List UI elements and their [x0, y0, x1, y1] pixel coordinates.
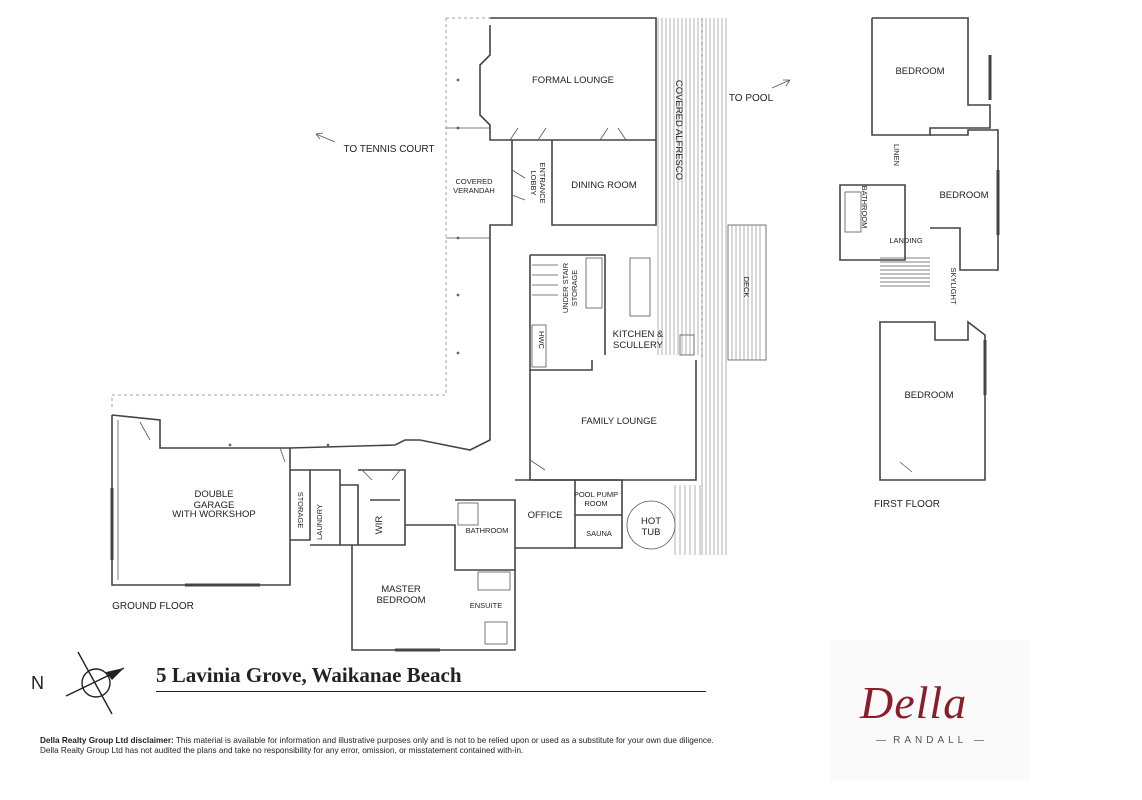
- property-address: 5 Lavinia Grove, Waikanae Beach: [156, 663, 462, 687]
- room-pool-pump: POOL PUMP: [574, 490, 618, 499]
- brand-sub-text: RANDALL: [893, 735, 967, 746]
- room-office: OFFICE: [528, 510, 563, 521]
- skylight-label: SKYLIGHT: [949, 267, 958, 305]
- room-hwc: HWC: [537, 331, 546, 349]
- room-master-bedroom-2: BEDROOM: [376, 595, 425, 606]
- room-ensuite: ENSUITE: [470, 601, 503, 610]
- room-entrance-lobby-2: LOBBY: [529, 170, 538, 195]
- room-under-stair-storage-2: STORAGE: [570, 270, 579, 307]
- room-hot-tub-2: TUB: [642, 527, 661, 538]
- brand-name: Della: [860, 677, 968, 728]
- room-linen: LINEN: [892, 144, 901, 166]
- room-kitchen-2: SCULLERY: [613, 340, 664, 351]
- first-floor-plan: [839, 17, 1000, 481]
- room-covered-alfresco: COVERED ALFRESCO: [673, 80, 684, 180]
- deck-label: DECK: [742, 277, 751, 298]
- room-formal-lounge: FORMAL LOUNGE: [532, 75, 614, 86]
- room-dining-room: DINING ROOM: [571, 180, 637, 191]
- to-tennis-court-label: TO TENNIS COURT: [343, 144, 434, 155]
- ground-floor-plan: [110, 17, 791, 652]
- room-wir: WIR: [374, 516, 385, 535]
- disclaimer-text-2: Della Realty Group Ltd has not audited t…: [40, 746, 524, 755]
- room-hot-tub: HOT: [641, 516, 661, 527]
- room-bedroom-2: BEDROOM: [939, 190, 988, 201]
- north-label: N: [31, 673, 44, 693]
- room-under-stair-storage: UNDER STAIR: [561, 262, 570, 313]
- first-floor-label: FIRST FLOOR: [874, 499, 940, 510]
- brand-sub: RANDALL: [860, 735, 1000, 746]
- room-family-lounge: FAMILY LOUNGE: [581, 416, 657, 427]
- room-landing: LANDING: [889, 236, 923, 245]
- disclaimer-text-1: This material is available for informati…: [173, 736, 714, 745]
- room-bedroom-1: BEDROOM: [895, 66, 944, 77]
- to-pool-label: TO POOL: [729, 93, 774, 104]
- room-covered-verandah: COVERED: [455, 177, 493, 186]
- room-bathroom-upstairs: BATHROOM: [860, 186, 869, 229]
- room-covered-verandah-2: VERANDAH: [453, 186, 495, 195]
- compass-icon: [65, 651, 125, 715]
- room-entrance-lobby: ENTRANCE: [538, 162, 547, 203]
- room-double-garage: DOUBLE: [194, 489, 233, 500]
- room-kitchen: KITCHEN &: [613, 329, 664, 340]
- room-pool-pump-2: ROOM: [584, 499, 607, 508]
- brand-logo: Della RANDALL: [830, 640, 1030, 780]
- disclaimer: Della Realty Group Ltd disclaimer: This …: [40, 736, 800, 756]
- floor-plan: FORMAL LOUNGE COVERED ALFRESCO TO POOL T…: [110, 17, 1000, 652]
- room-storage: STORAGE: [296, 492, 305, 529]
- room-laundry: LAUNDRY: [315, 504, 324, 540]
- room-double-garage-3: WITH WORKSHOP: [172, 509, 255, 520]
- room-double-garage-2: GARAGE: [194, 500, 235, 511]
- room-master-bedroom: MASTER: [381, 584, 421, 595]
- room-sauna: SAUNA: [586, 529, 612, 538]
- ground-floor-label: GROUND FLOOR: [112, 601, 194, 612]
- room-bedroom-3: BEDROOM: [904, 390, 953, 401]
- room-bathroom: BATHROOM: [466, 526, 509, 535]
- address-rule: [156, 691, 706, 692]
- disclaimer-label: Della Realty Group Ltd disclaimer:: [40, 736, 174, 745]
